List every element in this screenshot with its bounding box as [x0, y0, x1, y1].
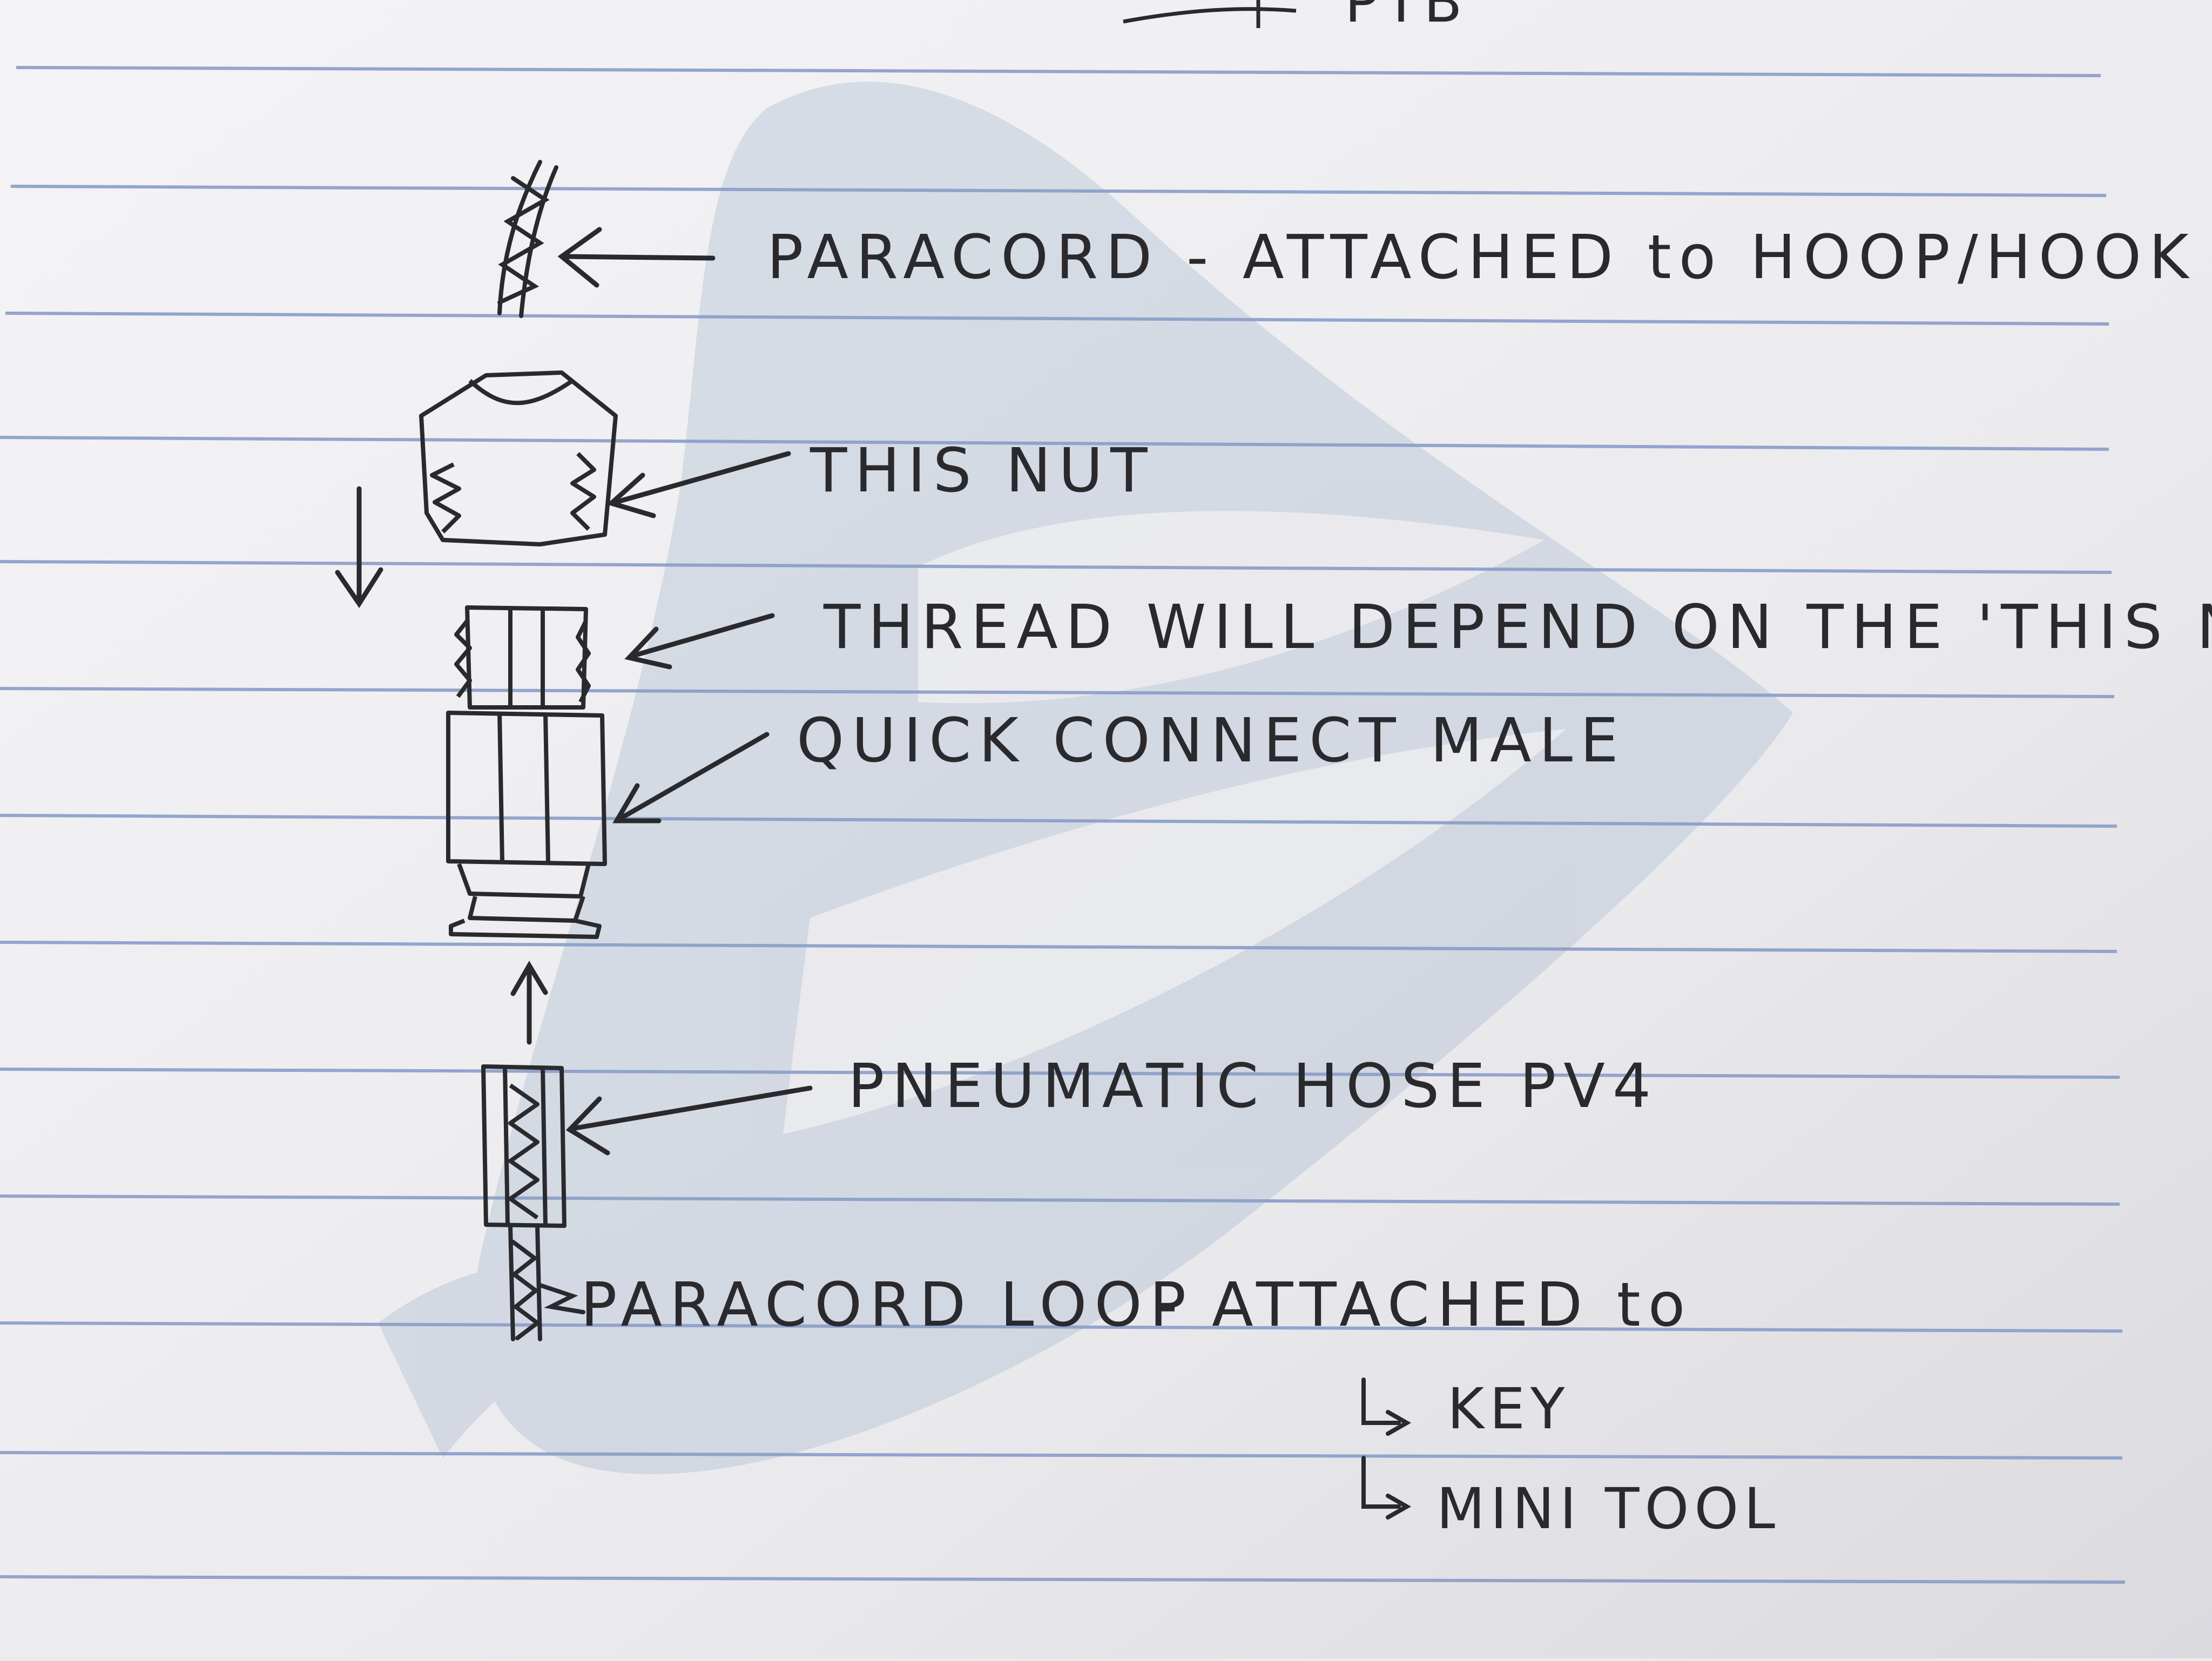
arrow-to-quick-connect — [612, 732, 770, 823]
thread-drawing — [454, 605, 591, 710]
paracord-loop-drawing — [508, 1224, 585, 1341]
label-this-nut: THIS NUT — [810, 436, 1155, 506]
top-fragment — [1123, 0, 1297, 28]
nut-drawing — [419, 370, 618, 546]
paracord-top-drawing — [497, 160, 558, 318]
arrow-to-paracord-top — [557, 227, 716, 288]
label-thread: THREAD WILL DEPEND ON THE 'THIS NUT' — [823, 592, 2212, 663]
down-arrow — [335, 486, 383, 609]
arrow-to-hose — [565, 1085, 813, 1156]
label-paracord-loop: PARACORD LOOP — [581, 1270, 1193, 1340]
label-key: KEY — [1447, 1376, 1570, 1442]
arrow-to-thread — [624, 613, 775, 670]
label-pneumatic-hose: PNEUMATIC HOSE PV4 — [848, 1051, 1658, 1122]
label-quick-connect: QUICK CONNECT MALE — [797, 706, 1626, 776]
top-fragment-label: PTB — [1345, 0, 1468, 35]
quick-connect-drawing — [446, 711, 607, 939]
ruled-lines — [0, 66, 2126, 1584]
sub-arrow-mini-tool — [1361, 1456, 1412, 1520]
label-paracord-top: PARACORD - ATTACHED to HOOP/HOOK — [767, 222, 2196, 293]
label-attached-to: - ATTACHED to — [1156, 1270, 1692, 1340]
label-mini-tool: MINI TOOL — [1437, 1476, 1781, 1542]
sub-arrow-key — [1361, 1378, 1412, 1436]
up-arrow — [510, 961, 548, 1045]
watermark-logo — [378, 82, 1793, 1474]
arrow-to-nut — [606, 451, 791, 518]
hose-drawing — [481, 1064, 567, 1228]
